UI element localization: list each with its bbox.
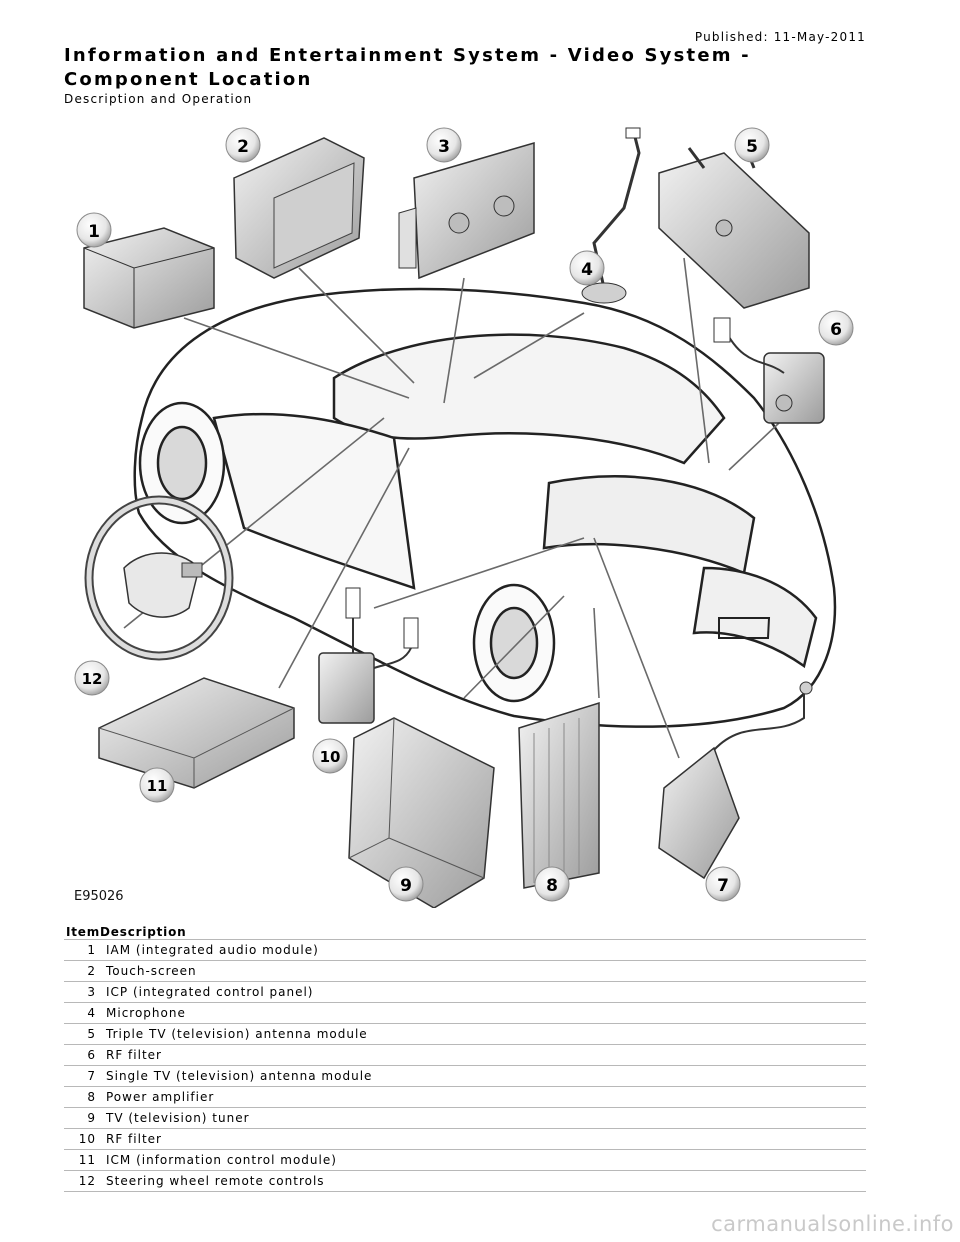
item-description: RF filter	[106, 1044, 866, 1066]
callout-4: 4	[569, 250, 605, 286]
component-rf-filter-6	[713, 317, 825, 424]
item-number: 11	[64, 1149, 106, 1171]
callout-2: 2	[225, 127, 261, 163]
callout-1-label: 1	[88, 222, 100, 242]
car-body	[133, 287, 837, 728]
callout-11: 11	[139, 767, 175, 803]
component-location-figure: 1 2 3 4 5 6 7 8 9 10 11 12 E95026	[64, 118, 864, 908]
item-number: 3	[64, 981, 106, 1003]
component-touch-screen	[233, 137, 365, 279]
page-title: Information and Entertainment System - V…	[64, 45, 751, 90]
callout-8: 8	[534, 866, 570, 902]
callout-12: 12	[74, 660, 110, 696]
component-icm	[98, 677, 295, 789]
watermark: carmanualsonline.info	[711, 1212, 954, 1236]
item-description: ICP (integrated control panel)	[106, 981, 866, 1003]
callout-8-label: 8	[546, 876, 558, 896]
car-wheels	[138, 401, 556, 703]
component-icp	[398, 142, 535, 280]
callout-5: 5	[734, 127, 770, 163]
vehicle-illustration: 1 2 3 4 5 6 7 8 9 10 11 12 E95026	[74, 127, 854, 908]
callout-4-label: 4	[581, 260, 593, 280]
component-steering-wheel	[84, 495, 234, 661]
callout-9: 9	[388, 866, 424, 902]
callout-10-label: 10	[320, 748, 341, 766]
figure-code: E95026	[74, 889, 124, 904]
item-description: Power amplifier	[106, 1086, 866, 1108]
item-description: Triple TV (television) antenna module	[106, 1023, 866, 1045]
callout-11-label: 11	[147, 777, 168, 795]
item-number: 2	[64, 960, 106, 982]
callout-3: 3	[426, 127, 462, 163]
published-date: Published: 11-May-2011	[694, 30, 866, 44]
item-number: 9	[64, 1107, 106, 1129]
item-description: Single TV (television) antenna module	[106, 1065, 866, 1087]
item-number: 6	[64, 1044, 106, 1066]
item-description: RF filter	[106, 1128, 866, 1150]
component-single-tv-antenna	[658, 681, 813, 880]
component-rf-filter-10	[318, 587, 419, 724]
item-number: 10	[64, 1128, 106, 1150]
callout-1: 1	[76, 212, 112, 248]
table-header-description: Description	[100, 925, 187, 939]
page-subtitle: Description and Operation	[64, 92, 253, 106]
item-description: IAM (integrated audio module)	[106, 939, 866, 961]
callout-6: 6	[818, 310, 854, 346]
item-number: 8	[64, 1086, 106, 1108]
item-number: 12	[64, 1170, 106, 1192]
callout-7: 7	[705, 866, 741, 902]
table-header: ItemDescription	[66, 925, 186, 939]
callout-10: 10	[312, 738, 348, 774]
item-description: Touch-screen	[106, 960, 866, 982]
item-description: Microphone	[106, 1002, 866, 1024]
item-description: Steering wheel remote controls	[106, 1170, 866, 1192]
item-number: 7	[64, 1065, 106, 1087]
callout-2-label: 2	[237, 137, 249, 157]
callout-7-label: 7	[717, 876, 729, 896]
item-description: ICM (information control module)	[106, 1149, 866, 1171]
component-triple-tv-antenna	[658, 142, 810, 309]
component-tv-tuner	[348, 717, 495, 908]
item-number: 5	[64, 1023, 106, 1045]
callout-6-label: 6	[830, 320, 842, 340]
item-number: 4	[64, 1002, 106, 1024]
callout-3-label: 3	[438, 137, 450, 157]
callout-5-label: 5	[746, 137, 758, 157]
component-power-amplifier	[518, 701, 600, 889]
table-header-item: Item	[66, 925, 101, 939]
item-number: 1	[64, 939, 106, 961]
callout-12-label: 12	[82, 670, 103, 688]
item-description: TV (television) tuner	[106, 1107, 866, 1129]
callout-9-label: 9	[400, 876, 412, 896]
component-iam	[83, 227, 215, 329]
